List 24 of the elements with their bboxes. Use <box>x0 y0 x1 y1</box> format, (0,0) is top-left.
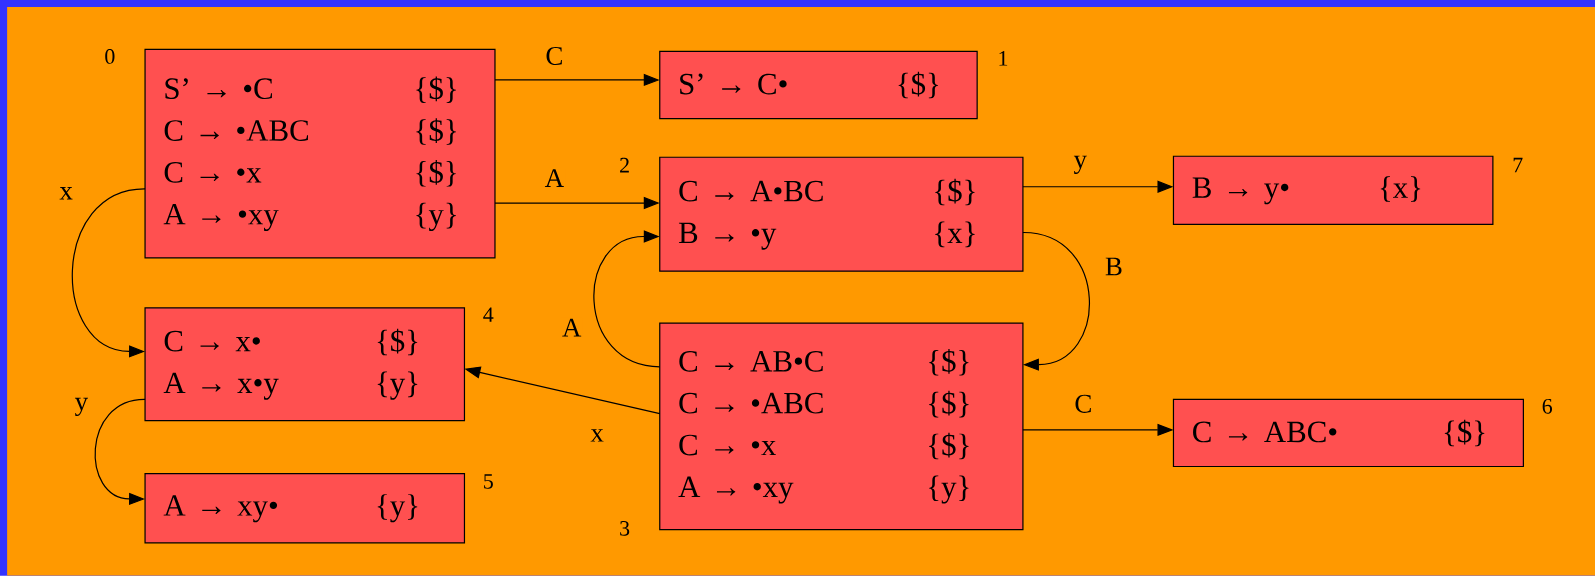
state-number: 3 <box>620 521 630 536</box>
state-box: C → x• {$} A → x•y {y} <box>144 307 466 422</box>
state-box: C → AB•C {$} C → •ABC {$} C → •x {$} A → •xy {y} <box>659 322 1024 531</box>
state-number: 5 <box>484 474 493 489</box>
state-number: 2 <box>620 158 629 173</box>
state-number: 7 <box>1513 158 1523 173</box>
state-box: S’ → C• {$} <box>659 51 978 120</box>
state-number: 4 <box>483 307 494 322</box>
state-box: B → y• {x} <box>1172 155 1494 226</box>
state-number: 1 <box>999 51 1008 66</box>
state-box: C → ABC• {$} <box>1172 398 1524 468</box>
state-number: 0 <box>105 49 115 64</box>
edge-label: C <box>1073 393 1094 414</box>
state-box: A → xy• {y} <box>144 473 466 544</box>
edge-label: A <box>543 168 566 188</box>
edge-label: x <box>589 428 605 443</box>
state-box: C → A•BC {$} B → •y {x} <box>659 156 1024 272</box>
arrow <box>593 230 661 368</box>
edge-label: x <box>58 186 74 201</box>
state-number: 6 <box>1542 399 1553 414</box>
state-box: S’ → •C {$} C → •ABC {$} C → •x {$} A → •xy {y} <box>144 48 496 259</box>
arrow <box>1022 232 1090 371</box>
edge-label: C <box>544 46 565 67</box>
arrow <box>71 188 146 358</box>
